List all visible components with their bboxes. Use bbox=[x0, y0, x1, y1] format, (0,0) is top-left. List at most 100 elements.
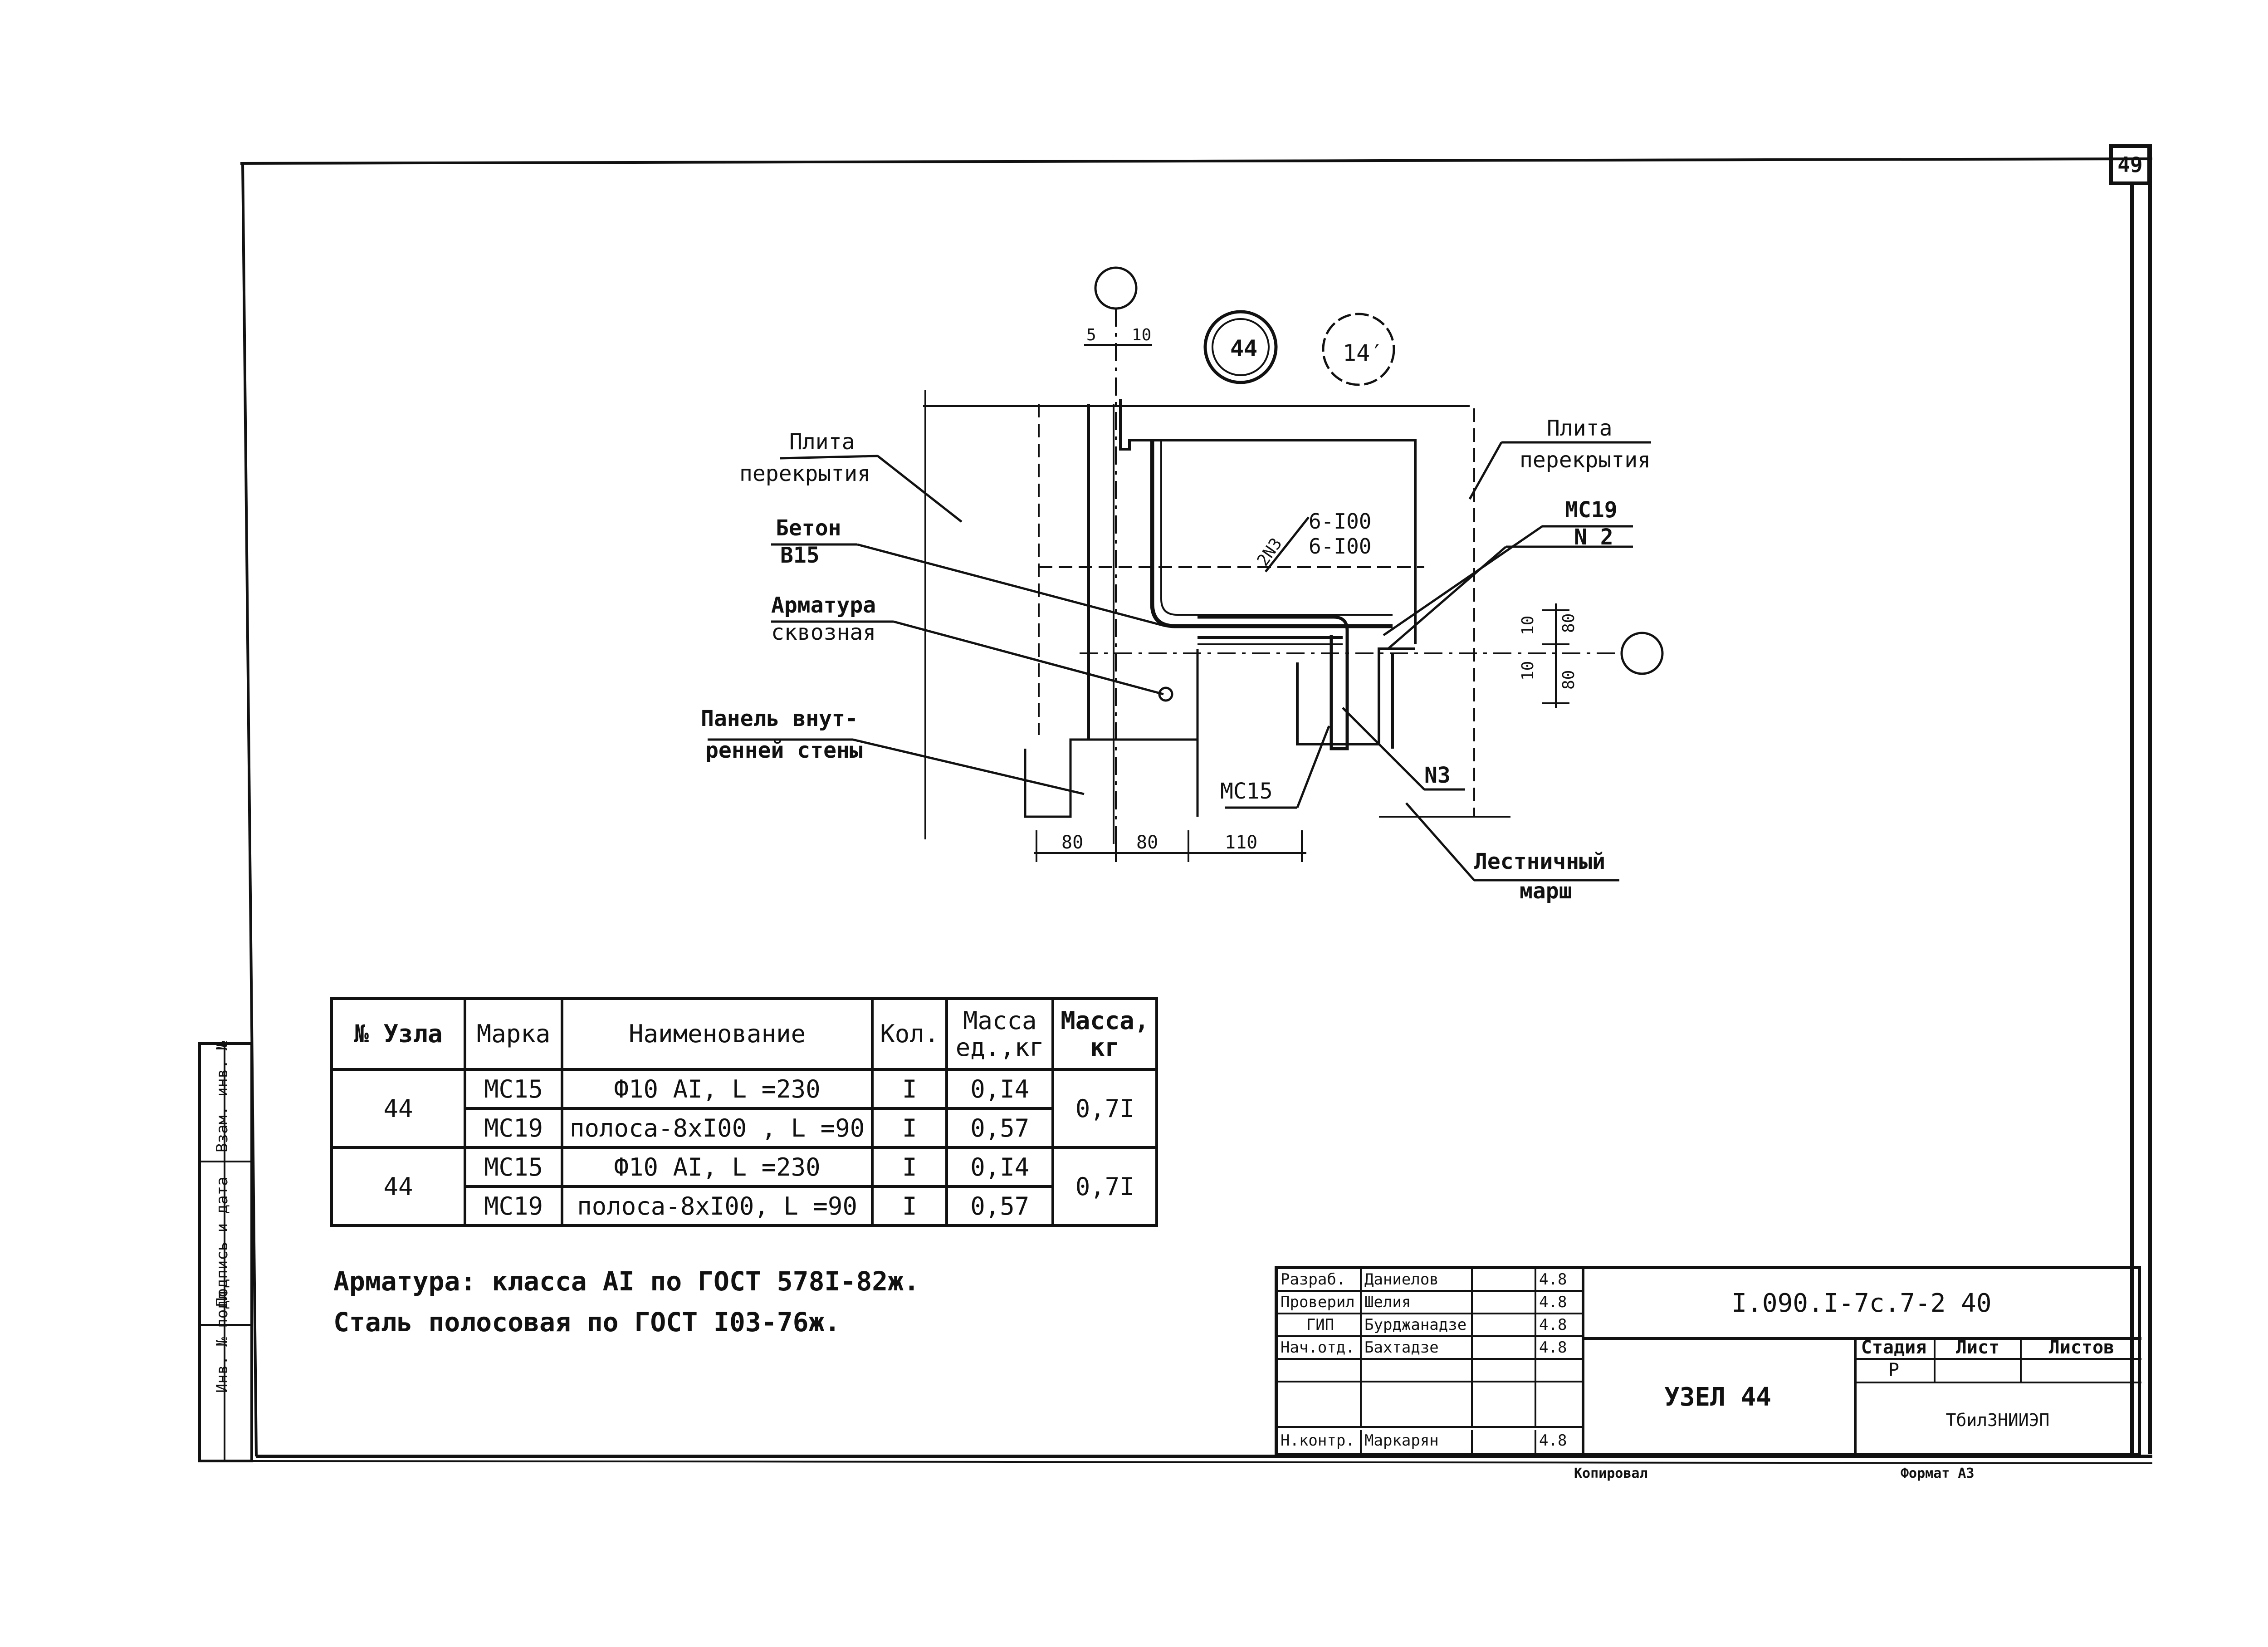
cell-unit-mass: 0,I4 bbox=[945, 1068, 1055, 1110]
name: Бахтадзе bbox=[1362, 1337, 1473, 1358]
signature-row: Нач.отд. Бахтадзе 4.8 bbox=[1278, 1337, 1582, 1360]
label-mc19: МС19 bbox=[1565, 497, 1618, 523]
footer-copied: Копировал bbox=[1574, 1466, 1648, 1481]
signature bbox=[1473, 1430, 1536, 1453]
cell-mark: МС19 bbox=[464, 1107, 563, 1149]
role: Проверил bbox=[1278, 1292, 1362, 1313]
cell-unit-mass: 0,57 bbox=[945, 1185, 1055, 1227]
notes: Арматура: класса AI по ГОСТ 578I-82ж. Ст… bbox=[333, 1261, 919, 1343]
label-n3: N3 bbox=[1424, 763, 1451, 788]
name bbox=[1362, 1382, 1473, 1426]
header-unit-mass: Масса ед.,кг bbox=[945, 997, 1055, 1071]
label-concrete-2: В15 bbox=[780, 543, 820, 568]
header-mass: Масса, кг bbox=[1051, 997, 1158, 1071]
table-row: 44 МС15 Ф10 AI, L =230 I 0,I4 0,7I bbox=[330, 1146, 1158, 1227]
signature-row: Н.контр. Маркарян 4.8 bbox=[1278, 1430, 1582, 1453]
dim-right-2: 80 bbox=[1559, 613, 1578, 633]
sheets-header: Листов bbox=[2022, 1337, 2141, 1360]
cell-node: 44 bbox=[330, 1146, 466, 1227]
cell-qty: I bbox=[871, 1068, 948, 1110]
signature-row: Проверил Шелия 4.8 bbox=[1278, 1292, 1582, 1314]
date: 4.8 bbox=[1539, 1316, 1567, 1334]
name: Шелия bbox=[1362, 1292, 1473, 1313]
footer-format: Формат А3 bbox=[1901, 1466, 1975, 1481]
cell-name: Ф10 AI, L =230 bbox=[560, 1068, 874, 1110]
name: Маркарян bbox=[1362, 1430, 1473, 1453]
signature-row: Разраб. Даниелов 4.8 bbox=[1278, 1269, 1582, 1292]
note-line-2: Сталь полосовая по ГОСТ I03-76ж. bbox=[333, 1306, 841, 1338]
callout-14-text: 14′ bbox=[1343, 340, 1383, 366]
date: 4.8 bbox=[1539, 1270, 1567, 1289]
name: Даниелов bbox=[1362, 1269, 1473, 1290]
signature-row bbox=[1278, 1360, 1582, 1382]
label-mc15: МС15 bbox=[1220, 779, 1273, 804]
label-slab-right-1: Плита bbox=[1547, 416, 1613, 441]
role bbox=[1278, 1360, 1362, 1381]
dim-bottom-1: 80 bbox=[1061, 832, 1083, 853]
signature bbox=[1473, 1269, 1536, 1290]
label-panel-1: Панель внут- bbox=[701, 706, 858, 731]
date: 4.8 bbox=[1539, 1293, 1567, 1311]
role: ГИП bbox=[1278, 1314, 1362, 1335]
name: Бурджанадзе bbox=[1362, 1314, 1473, 1335]
date: 4.8 bbox=[1539, 1431, 1567, 1450]
sheet-number: 49 bbox=[2109, 144, 2151, 185]
signature-table: Разраб. Даниелов 4.8 Проверил Шелия 4.8 … bbox=[1278, 1269, 1584, 1453]
cell-qty: I bbox=[871, 1146, 948, 1188]
table-row: МС19 полоса-8хI00 , L =90 I 0,57 bbox=[332, 1107, 1157, 1149]
weld-label-2: 6-I00 bbox=[1309, 534, 1371, 559]
dim-right-1: 10 bbox=[1519, 616, 1537, 635]
label-rebar-2: сквозная bbox=[771, 620, 876, 645]
signature-row bbox=[1278, 1382, 1582, 1428]
cell-name: Ф10 AI, L =230 bbox=[560, 1146, 874, 1188]
date bbox=[1536, 1382, 1579, 1426]
organization: ТбилЗНИИЭП bbox=[1945, 1410, 2050, 1430]
cell-name: полоса-8хI00 , L =90 bbox=[560, 1107, 874, 1149]
name bbox=[1362, 1360, 1473, 1381]
label-slab-right-2: перекрытия bbox=[1520, 447, 1651, 473]
signature bbox=[1473, 1292, 1536, 1313]
header-mark: Марка bbox=[464, 997, 563, 1071]
axis-circle-top bbox=[1094, 266, 1138, 310]
cell-total-mass: 0,7I bbox=[1051, 1068, 1158, 1149]
cell-name: полоса-8хI00, L =90 bbox=[560, 1185, 874, 1227]
label-n2: N 2 bbox=[1574, 524, 1613, 550]
label-concrete-1: Бетон bbox=[776, 515, 841, 541]
weld-count: 2N3 bbox=[1254, 534, 1286, 569]
dim-top-1: 5 bbox=[1086, 326, 1096, 344]
table-row: МС19 полоса-8хI00, L =90 I 0,57 bbox=[332, 1185, 1157, 1227]
note-line-1: Арматура: класса AI по ГОСТ 578I-82ж. bbox=[333, 1266, 920, 1297]
title-block: Разраб. Даниелов 4.8 Проверил Шелия 4.8 … bbox=[1275, 1266, 2141, 1457]
signature-row: ГИП Бурджанадзе 4.8 bbox=[1278, 1314, 1582, 1337]
sheets-value bbox=[2022, 1360, 2141, 1383]
callout-circle-14 bbox=[1322, 313, 1395, 386]
stage-header: Стадия bbox=[1854, 1337, 1936, 1360]
role: Нач.отд. bbox=[1278, 1337, 1362, 1358]
label-stair-1: Лестничный bbox=[1474, 849, 1605, 874]
cell-qty: I bbox=[871, 1107, 948, 1149]
sheet-title: УЗЕЛ 44 bbox=[1582, 1337, 1857, 1457]
signature bbox=[1473, 1382, 1536, 1426]
cell-unit-mass: 0,I4 bbox=[945, 1146, 1055, 1188]
date bbox=[1536, 1360, 1579, 1381]
cell-mark: МС15 bbox=[464, 1068, 563, 1110]
signature bbox=[1473, 1360, 1536, 1381]
callout-44-text: 44 bbox=[1230, 335, 1257, 362]
sheet-value bbox=[1936, 1360, 2022, 1383]
dim-right-4: 80 bbox=[1559, 670, 1578, 690]
date: 4.8 bbox=[1539, 1338, 1567, 1357]
label-slab-left-2: перекрытия bbox=[739, 461, 870, 486]
dim-right-3: 10 bbox=[1519, 661, 1537, 681]
role: Разраб. bbox=[1278, 1269, 1362, 1290]
signature bbox=[1473, 1337, 1536, 1358]
weld-label-1: 6-I00 bbox=[1309, 509, 1371, 534]
dim-bottom-2: 80 bbox=[1136, 832, 1158, 853]
callout-circle-44 bbox=[1203, 310, 1278, 384]
cell-qty: I bbox=[871, 1185, 948, 1227]
axis-circle-right bbox=[1620, 632, 1664, 675]
cell-unit-mass: 0,57 bbox=[945, 1107, 1055, 1149]
header-node: № Узла bbox=[330, 997, 466, 1071]
cell-mark: МС15 bbox=[464, 1146, 563, 1188]
label-stair-2: марш bbox=[1520, 878, 1572, 904]
